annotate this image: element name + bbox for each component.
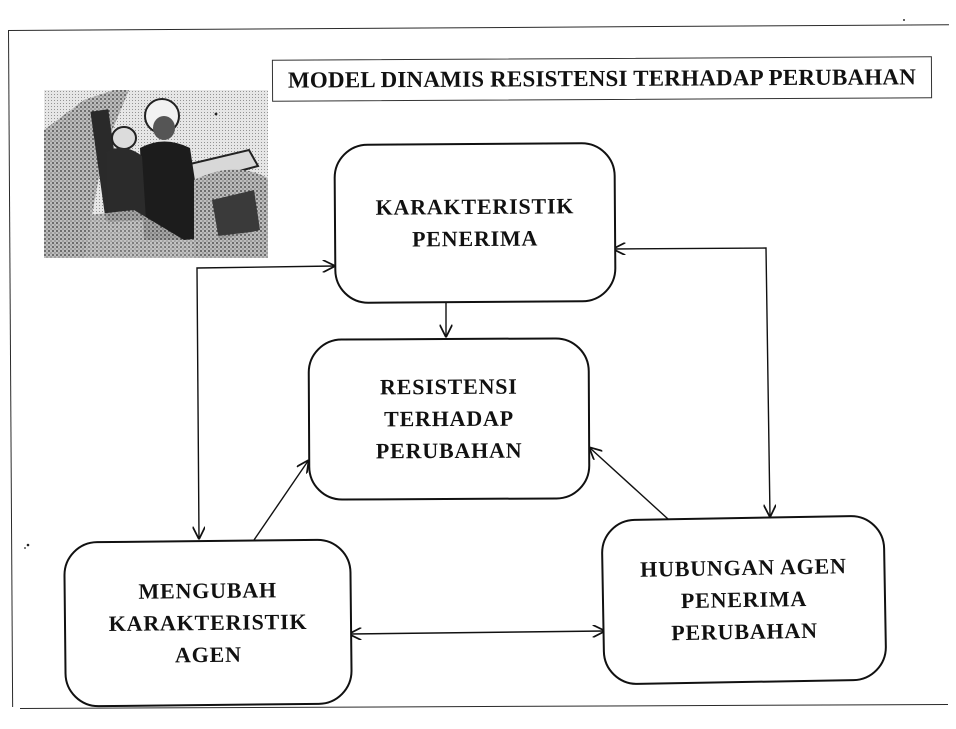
workers-photo xyxy=(44,90,268,258)
